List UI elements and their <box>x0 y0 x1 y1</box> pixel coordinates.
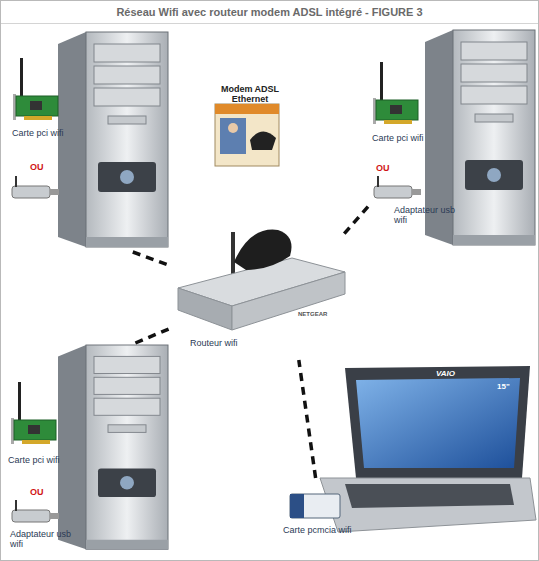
diagram-title: Réseau Wifi avec routeur modem ADSL inté… <box>0 6 539 18</box>
brand-label: VAIO <box>436 369 455 378</box>
or-label: OU <box>30 162 50 172</box>
laptop-lid <box>345 366 530 478</box>
or-label: OU <box>376 163 396 173</box>
desktop-pc: Carte pci wifiOU <box>8 28 172 252</box>
title-rule <box>1 23 538 24</box>
device-label: Adaptateur usb wifi <box>10 529 82 549</box>
wifi-link <box>299 360 316 478</box>
laptop-base <box>320 478 536 532</box>
brand-label: NETGEAR <box>298 311 327 317</box>
desktop-pc: Carte pci wifiOU Adaptateur usb wifi <box>6 343 170 555</box>
desktop-tower <box>58 345 168 549</box>
size-label: 15" <box>497 382 510 391</box>
device-label: Carte pci wifi <box>372 133 424 143</box>
pci-wifi-card <box>13 58 58 120</box>
box-photo <box>220 118 246 154</box>
adsl-modem <box>234 230 292 270</box>
desktop-pc: Carte pci wifiOU Adaptateur usb wifi <box>368 28 536 250</box>
device-label: Carte pci wifi <box>12 128 64 138</box>
desktop-tower <box>58 32 168 247</box>
router-front <box>232 272 345 330</box>
modem-box <box>215 104 279 166</box>
or-label: OU <box>30 487 50 497</box>
device-label: Modem ADSL Ethernet <box>210 84 290 104</box>
laptop-keyboard <box>345 484 514 508</box>
device-label: Routeur wifi <box>190 338 270 348</box>
pci-wifi-card <box>373 62 418 124</box>
device-label: Adaptateur usb wifi <box>394 205 466 225</box>
pcmcia-wifi-card <box>290 494 340 518</box>
usb-wifi-adapter <box>374 176 421 198</box>
device-label: Carte pci wifi <box>8 455 60 465</box>
usb-wifi-adapter <box>12 500 59 522</box>
laptop: Carte pcmcia wifi <box>272 478 530 556</box>
pci-wifi-card <box>11 382 56 444</box>
device-label: Carte pcmcia wifi <box>283 525 393 535</box>
box-band <box>215 104 279 114</box>
pcmcia-card <box>290 494 340 518</box>
wifi-link <box>135 328 172 343</box>
usb-wifi-adapter <box>12 176 59 198</box>
box-person <box>228 123 238 133</box>
box-face <box>215 104 279 166</box>
router <box>178 230 345 330</box>
wifi-link <box>133 252 172 266</box>
wifi-router: Routeur wifi <box>172 238 348 360</box>
adsl-modem: Modem ADSL Ethernet <box>205 80 297 236</box>
laptop <box>320 366 536 532</box>
box-device <box>250 131 276 150</box>
desktop-tower <box>58 345 168 549</box>
pcmcia-antenna-end <box>290 494 304 518</box>
laptop-screen <box>356 378 520 468</box>
router-side <box>178 288 232 330</box>
wifi-link <box>341 207 369 238</box>
